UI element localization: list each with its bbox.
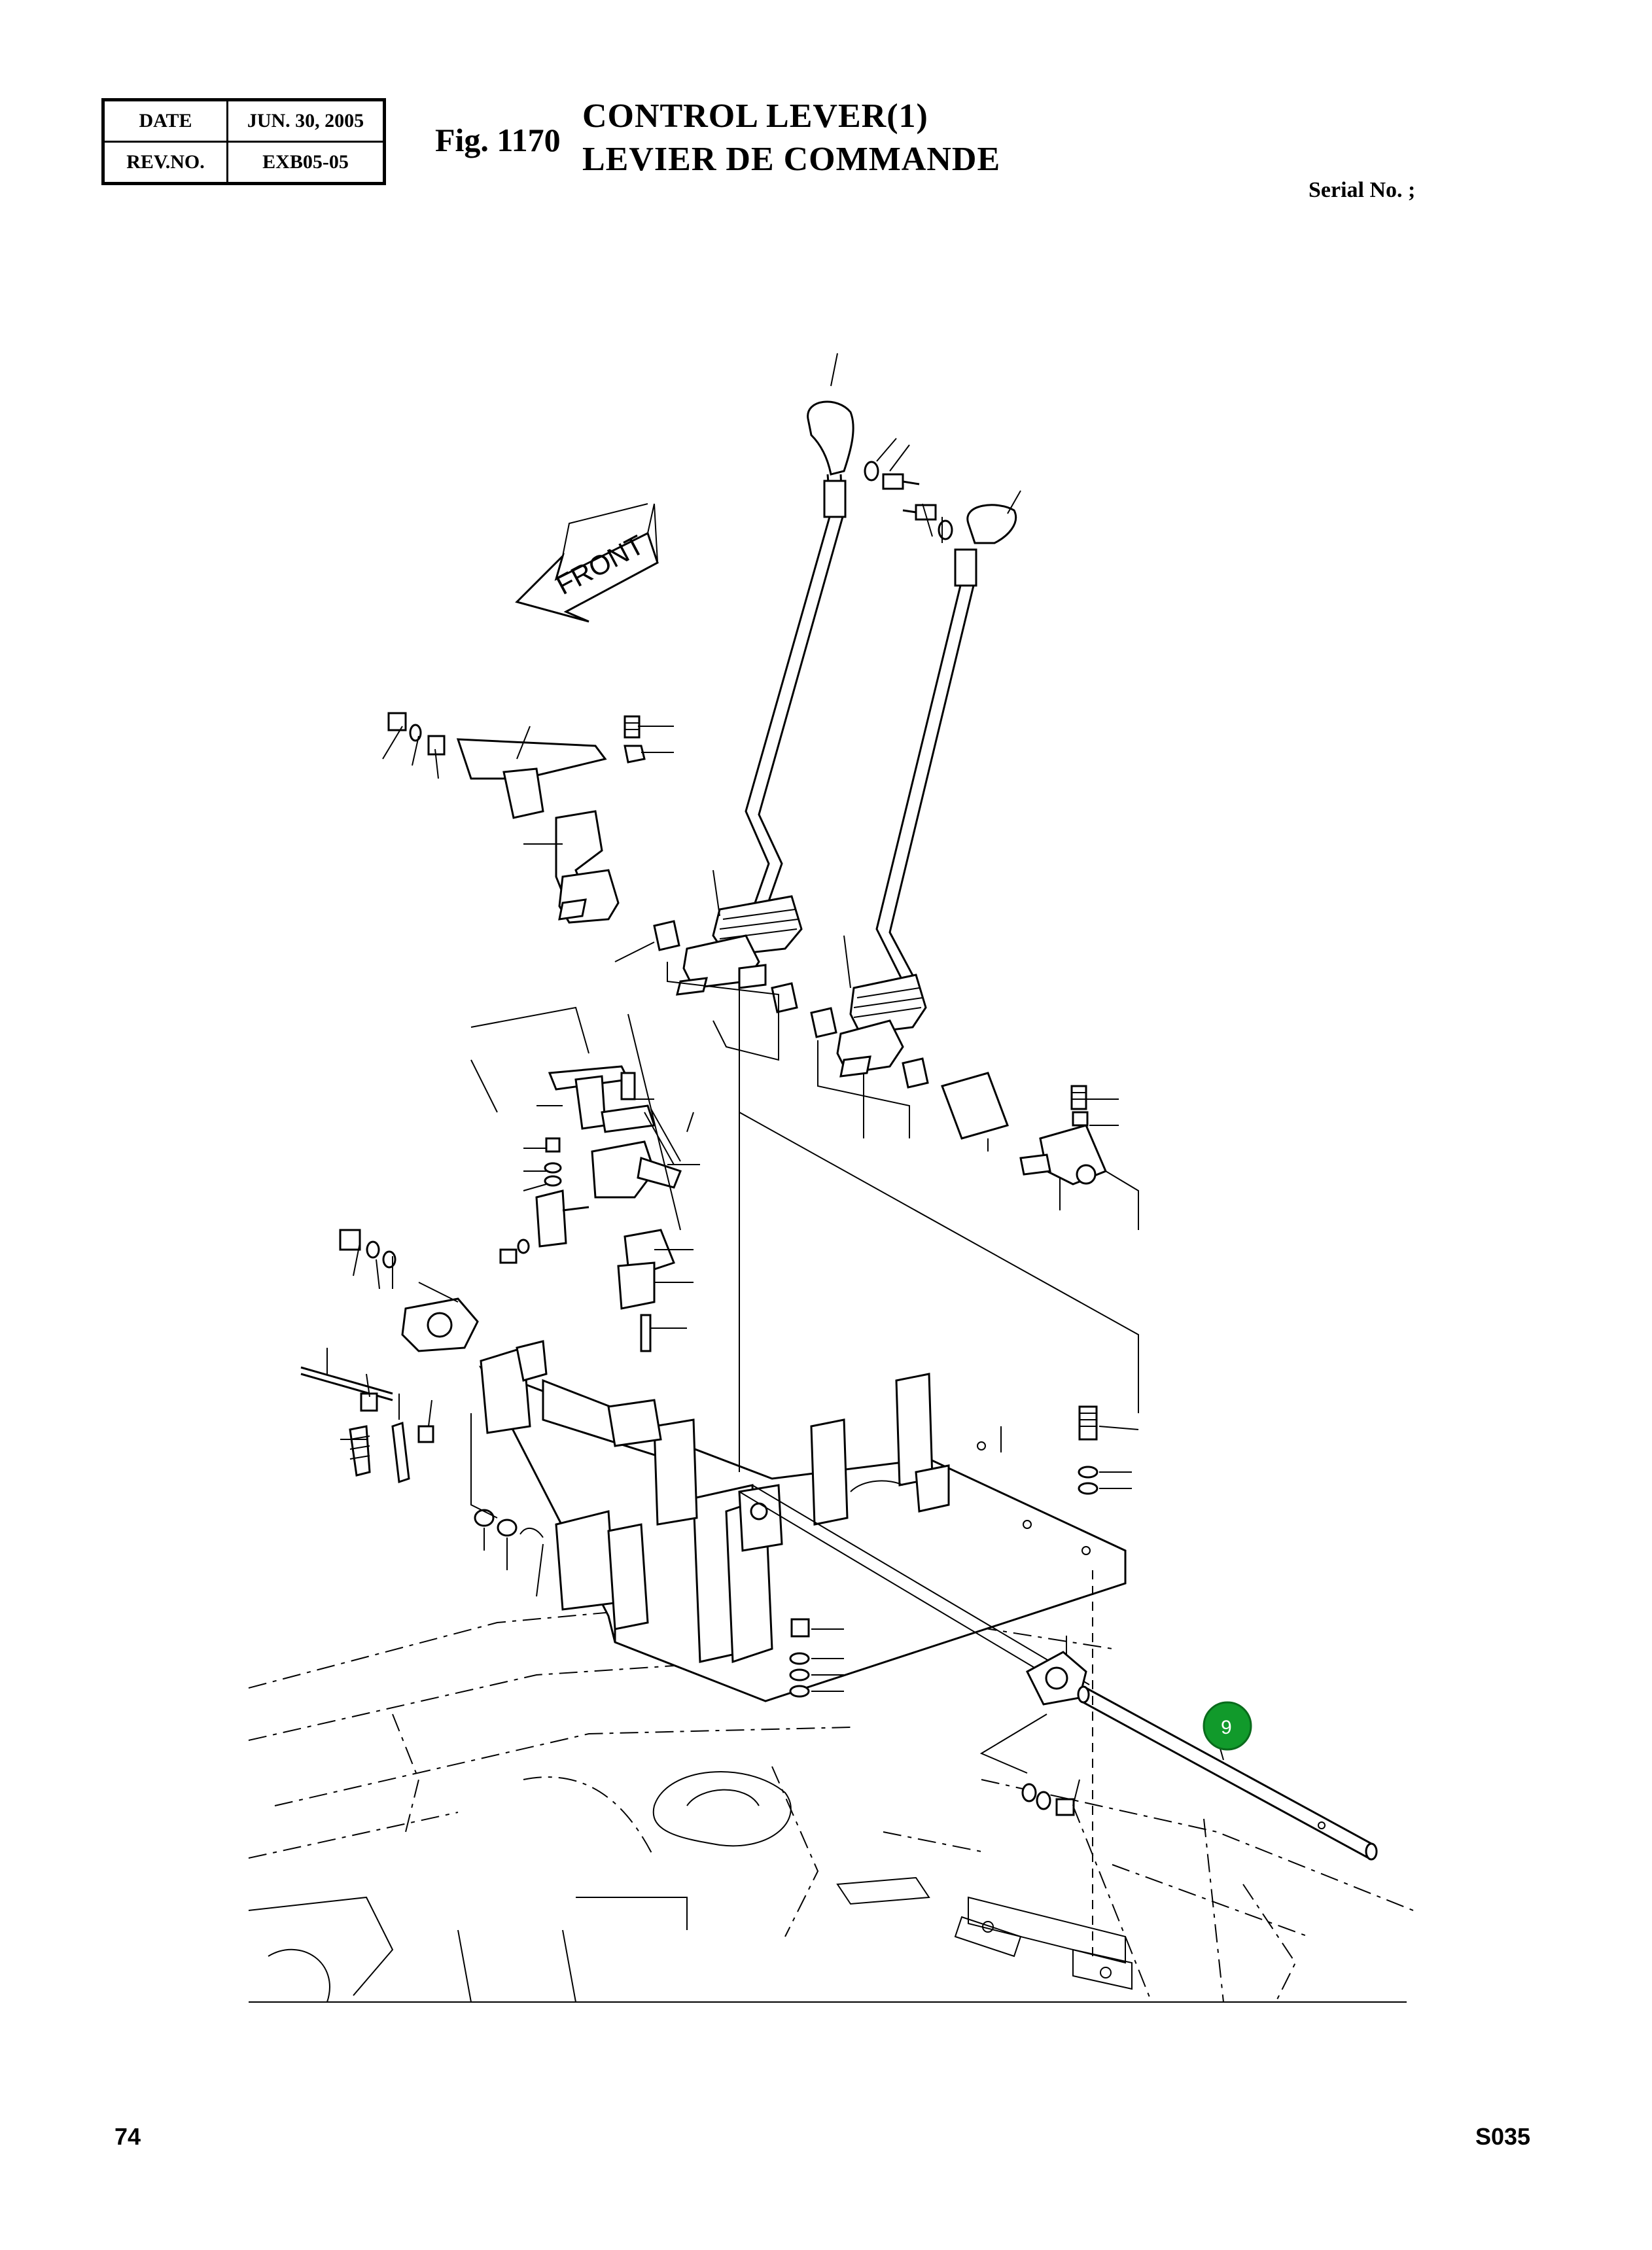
callout-marker[interactable]: 9 bbox=[1203, 1701, 1252, 1751]
figure-number: Fig. 1170 bbox=[435, 122, 561, 158]
middle-linkage-assembly bbox=[499, 1065, 682, 1352]
front-direction-arrow: FRONT bbox=[515, 503, 659, 623]
rev-label: REV.NO. bbox=[102, 141, 228, 185]
leader-lines bbox=[326, 353, 1224, 1963]
left-control-lever bbox=[676, 400, 920, 996]
page-code: S035 bbox=[1475, 2123, 1531, 2150]
base-plate-frame bbox=[478, 1340, 1127, 1702]
page-number: 74 bbox=[114, 2123, 141, 2150]
long-shaft-part-9 bbox=[739, 1485, 1378, 1861]
title-english: CONTROL LEVER(1) bbox=[582, 97, 928, 135]
left-side-parts bbox=[300, 1229, 479, 1484]
right-control-lever bbox=[836, 504, 1017, 1078]
pedal-bracket-assembly bbox=[387, 712, 646, 924]
serial-number: Serial No. ; bbox=[1309, 178, 1416, 202]
callout-circle[interactable] bbox=[1203, 1701, 1252, 1751]
revision-table: DATE JUN. 30, 2005 REV.NO. EXB05-05 bbox=[101, 98, 386, 185]
shaft-bushings bbox=[653, 920, 1107, 1186]
callout-label: 9 bbox=[1221, 1717, 1232, 1738]
rev-value: EXB05-05 bbox=[226, 141, 385, 185]
lower-hardware bbox=[474, 1405, 1098, 1816]
date-value: JUN. 30, 2005 bbox=[226, 99, 385, 143]
title-french: LEVIER DE COMMANDE bbox=[582, 141, 1001, 178]
date-label: DATE bbox=[102, 99, 228, 143]
